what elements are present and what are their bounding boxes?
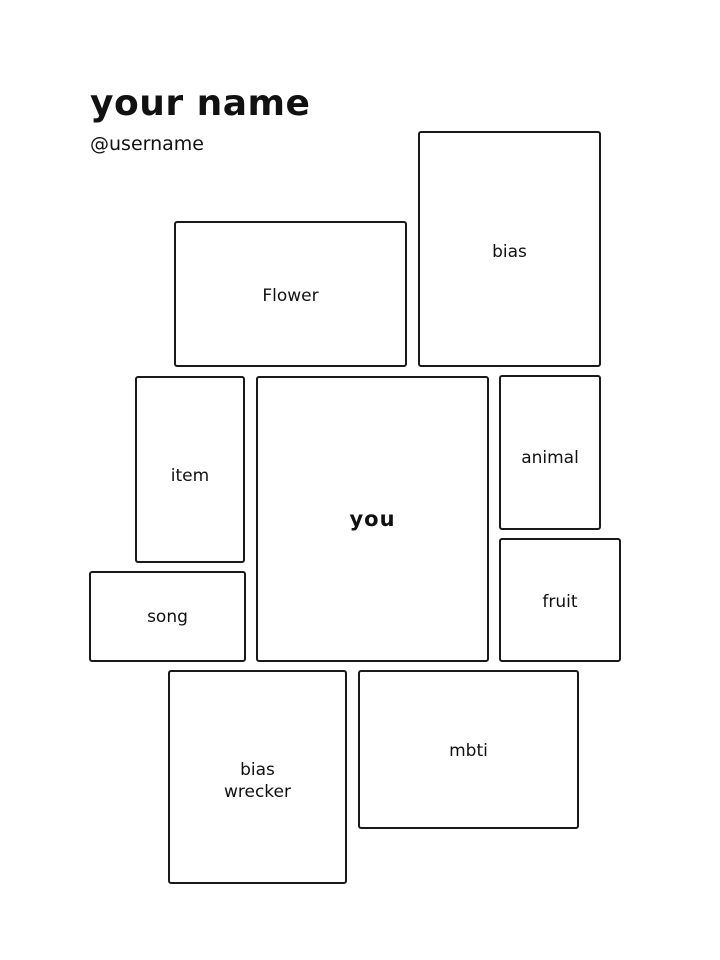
fruit-label: fruit (542, 592, 578, 612)
flower-label: Flower (262, 286, 319, 306)
mbti-box: mbti (358, 670, 579, 829)
you-box: you (256, 376, 489, 662)
animal-label: animal (521, 447, 579, 468)
flower-box: Flower (174, 221, 407, 367)
page-title: your name (90, 83, 311, 124)
bias-wrecker-label: bias wrecker (223, 760, 291, 802)
username-handle: @username (90, 133, 204, 155)
item-box: item (135, 376, 245, 563)
you-label: you (349, 507, 396, 531)
song-label: song (147, 606, 188, 627)
item-label: item (170, 465, 210, 486)
mbti-label: mbti (449, 740, 488, 761)
song-box: song (89, 571, 246, 662)
bias-label: bias (492, 242, 527, 262)
bias-box: bias (418, 131, 601, 367)
animal-box: animal (499, 375, 601, 530)
bias-wrecker-box: bias wrecker (168, 670, 347, 884)
fruit-box: fruit (499, 538, 621, 662)
